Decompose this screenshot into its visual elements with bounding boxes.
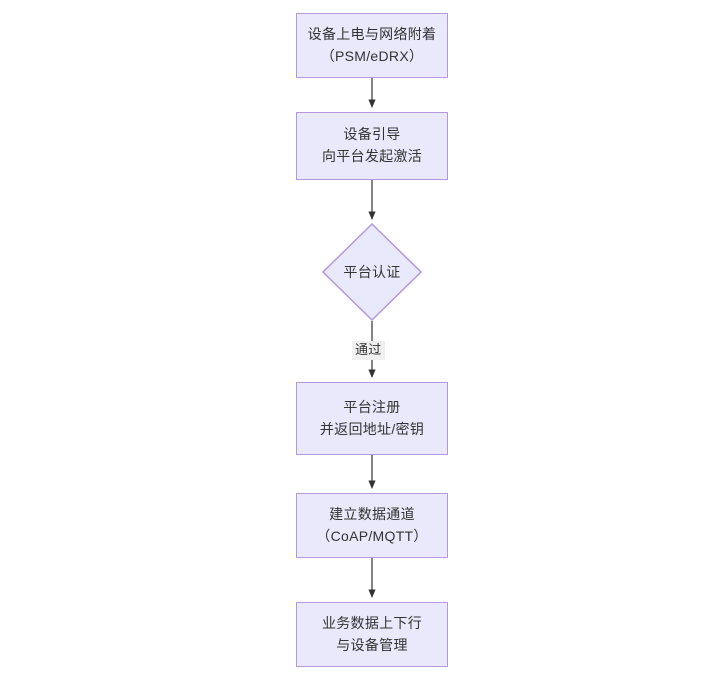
diamond-shape — [322, 223, 422, 321]
node-label-line-2: （PSM/eDRX） — [320, 47, 424, 64]
node-establish-data-channel[interactable]: 建立数据通道 （CoAP/MQTT） — [296, 493, 448, 558]
edge-label-pass: 通过 — [352, 341, 385, 360]
node-label-line-2: 并返回地址/密钥 — [319, 420, 425, 437]
node-label-line-1: 业务数据上下行 — [321, 614, 423, 631]
node-label-line-1: 平台注册 — [343, 398, 401, 415]
node-device-bootstrap[interactable]: 设备引导 向平台发起激活 — [296, 112, 448, 180]
node-label-line-1: 建立数据通道 — [329, 505, 415, 522]
node-platform-auth-decision[interactable]: 平台认证 — [322, 223, 422, 321]
node-platform-register[interactable]: 平台注册 并返回地址/密钥 — [296, 382, 448, 455]
node-business-data-and-device-management[interactable]: 业务数据上下行 与设备管理 — [296, 602, 448, 667]
node-label-line-1: 平台认证 — [343, 264, 401, 280]
node-label-line-2: （CoAP/MQTT） — [316, 527, 428, 544]
node-label-line-2: 向平台发起激活 — [321, 148, 423, 164]
node-label-line-1: 设备引导 — [343, 126, 401, 143]
node-label-line-1: 设备上电与网络附着 — [307, 25, 437, 42]
node-device-power-on[interactable]: 设备上电与网络附着 （PSM/eDRX） — [296, 13, 448, 78]
node-label-line-2: 与设备管理 — [336, 636, 408, 653]
